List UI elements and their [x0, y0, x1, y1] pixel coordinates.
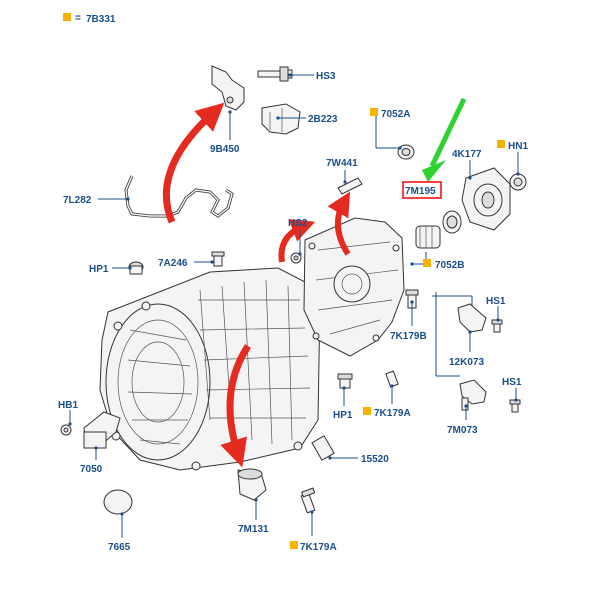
- part-switch-15520: [311, 435, 335, 461]
- legend-equals: =: [75, 13, 81, 24]
- part-sensor-12k073: [457, 303, 487, 333]
- part-flange-4k177: [461, 167, 511, 231]
- label-hn1: HN1: [508, 141, 528, 152]
- label-7l282: 7L282: [63, 195, 92, 206]
- green-arrow-head: [422, 160, 446, 182]
- part-pin-7a246: [211, 251, 225, 267]
- red-arrow-housing-up: [327, 191, 351, 256]
- label-7k179b: 7K179B: [390, 331, 427, 342]
- label-hp1-mid: HP1: [333, 410, 353, 421]
- label-7k179a-bottom: 7K179A: [300, 542, 337, 553]
- note-square-7k179a-bottom: [290, 541, 298, 549]
- legend-note-square: [63, 13, 71, 21]
- part-bolt-hs2: [290, 252, 302, 264]
- label-15520: 15520: [361, 454, 389, 465]
- label-12k073: 12K073: [449, 357, 484, 368]
- label-7w441: 7W441: [326, 158, 358, 169]
- note-square-hn1: [497, 140, 505, 148]
- label-hs1-bottom: HS1: [502, 377, 522, 388]
- label-9b450: 9B450: [210, 144, 240, 155]
- extension-housing: [303, 217, 405, 357]
- red-arrow-hs2-to-housing: [278, 219, 316, 263]
- part-clip-2b223: [261, 103, 301, 135]
- part-bolt-hs1-top: [491, 319, 503, 333]
- label-7050: 7050: [80, 464, 103, 475]
- label-hs1-top: HS1: [486, 296, 506, 307]
- red-arrow-case-down: [220, 344, 251, 468]
- part-gear-7m195: [415, 225, 441, 249]
- label-7m195: 7M195: [405, 186, 436, 197]
- main-transmission-case: [99, 267, 321, 471]
- part-sensor-7m073: [459, 379, 487, 411]
- label-hs3: HS3: [316, 71, 336, 82]
- note-square-7052a: [370, 108, 378, 116]
- legend-code: 7B331: [86, 14, 116, 25]
- label-7052a: 7052A: [381, 109, 410, 120]
- part-nut-hn1: [509, 173, 527, 191]
- part-seal-7052a: [397, 144, 415, 160]
- green-arrow-shaft: [429, 97, 467, 168]
- part-bolt-hb1: [60, 424, 72, 436]
- label-hs2: HS2: [288, 218, 308, 229]
- label-hb1: HB1: [58, 400, 78, 411]
- note-square-7k179a-mid: [363, 407, 371, 415]
- label-7k179a-mid: 7K179A: [374, 408, 411, 419]
- leader-lines: [68, 73, 520, 538]
- note-square-7052b: [423, 259, 431, 267]
- label-2b223: 2B223: [308, 114, 338, 125]
- highlight-box-7m195: [402, 181, 442, 199]
- part-bracket-9b450: [211, 65, 245, 111]
- label-7665: 7665: [108, 542, 131, 553]
- part-retainer-7050: [83, 411, 121, 449]
- label-hp1-left: HP1: [89, 264, 109, 275]
- label-7052b: 7052B: [435, 260, 464, 271]
- part-bolt-7k179a-bottom: [300, 487, 316, 514]
- part-plug-hp1-mid: [337, 373, 353, 389]
- label-7m073: 7M073: [447, 425, 478, 436]
- part-gasket-7665: [103, 489, 133, 515]
- part-sleeve-7m131: [237, 468, 267, 501]
- part-pin-7w441: [337, 177, 363, 195]
- part-bolt-hs3: [257, 66, 293, 82]
- label-7a246: 7A246: [158, 258, 188, 269]
- part-bolt-7k179a-mid: [385, 370, 399, 388]
- label-4k177: 4K177: [452, 149, 482, 160]
- part-seal-7052b: [442, 210, 462, 234]
- part-bolt-hs1-bottom: [509, 399, 521, 413]
- label-7m131: 7M131: [238, 524, 269, 535]
- red-arrow-cable-to-bracket: [162, 102, 225, 224]
